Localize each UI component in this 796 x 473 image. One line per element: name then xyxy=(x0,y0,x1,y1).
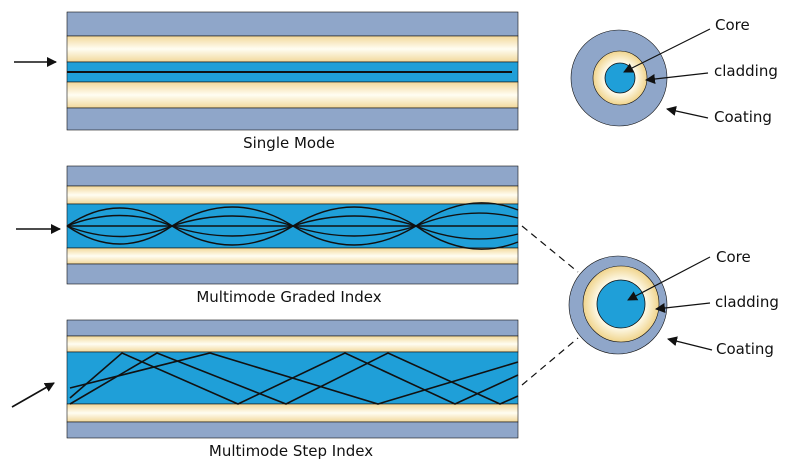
core-circle xyxy=(604,62,636,94)
label-cladding: cladding xyxy=(714,62,778,80)
arrow-diagonal-icon xyxy=(11,382,55,408)
core-circle xyxy=(596,279,646,329)
cladding-bottom xyxy=(66,247,519,265)
single-mode-fiber xyxy=(66,11,519,131)
cladding-bottom xyxy=(66,403,519,423)
label-coating: Coating xyxy=(714,108,772,126)
coating-top xyxy=(66,165,519,187)
coating-bottom xyxy=(66,107,519,131)
light-rays xyxy=(66,202,519,250)
coating-top xyxy=(66,319,519,337)
coating-bottom xyxy=(66,263,519,285)
graded-index-fiber xyxy=(66,165,519,285)
cladding-top xyxy=(66,335,519,353)
light-rays xyxy=(69,352,519,405)
connector-lines xyxy=(521,225,579,386)
cross-section-bottom: Core cladding Coating xyxy=(568,248,779,358)
caption-single-mode: Single Mode xyxy=(243,134,335,152)
coating-bottom xyxy=(66,421,519,439)
label-core: Core xyxy=(716,248,751,266)
label-coating: Coating xyxy=(716,340,774,358)
cladding-bottom xyxy=(66,81,519,109)
coating-top xyxy=(66,11,519,37)
cladding-top xyxy=(66,185,519,205)
cladding-top xyxy=(66,35,519,63)
caption-graded-index: Multimode Graded Index xyxy=(196,288,381,306)
label-core: Core xyxy=(715,16,750,34)
step-index-fiber xyxy=(66,319,519,439)
cross-section-top: Core cladding Coating xyxy=(570,16,778,127)
label-cladding: cladding xyxy=(715,293,779,311)
caption-step-index: Multimode Step Index xyxy=(209,442,373,460)
